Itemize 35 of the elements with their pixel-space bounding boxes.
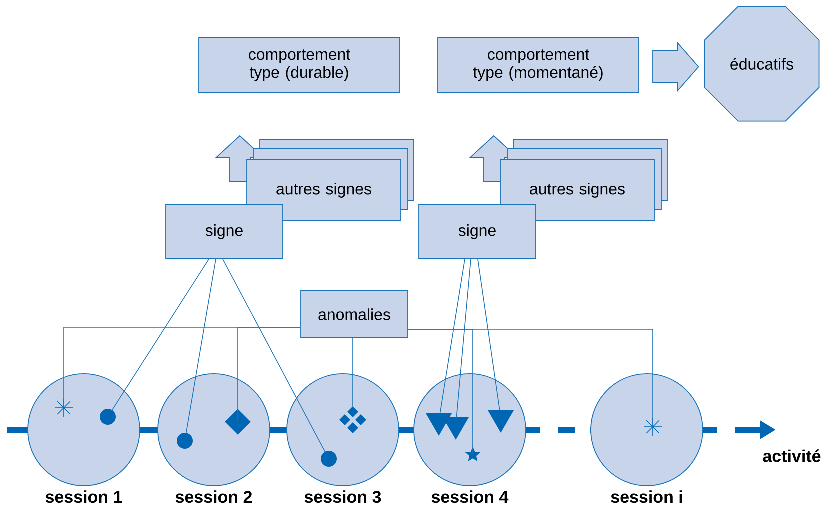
text-box: comportement type (momentané) bbox=[438, 38, 640, 94]
connector-line bbox=[478, 259, 500, 412]
axis-label: activité bbox=[763, 450, 821, 462]
dot-mark bbox=[321, 450, 337, 467]
asterisk-mark bbox=[644, 418, 662, 436]
triangle-mark bbox=[426, 413, 452, 436]
star-mark bbox=[465, 446, 481, 462]
text-box: comportement type (durable) bbox=[198, 38, 400, 94]
connector-line bbox=[352, 338, 354, 408]
connector-line bbox=[112, 259, 210, 412]
session-label: session i bbox=[611, 490, 682, 504]
dot-mark bbox=[100, 408, 116, 425]
block-arrow bbox=[652, 42, 700, 92]
connector-line bbox=[186, 259, 216, 434]
connector-line bbox=[440, 259, 466, 415]
triangle-mark bbox=[443, 417, 469, 440]
diamond-mark bbox=[225, 409, 251, 435]
asterisk-mark bbox=[54, 398, 74, 418]
stacked-cards: autres signes bbox=[500, 140, 668, 222]
octagon-node: éducatifs bbox=[704, 6, 820, 122]
connector-line bbox=[238, 327, 301, 422]
text-box: signe bbox=[418, 204, 536, 260]
dot-mark bbox=[177, 432, 193, 449]
connector-line bbox=[408, 329, 654, 428]
connector-line bbox=[456, 259, 472, 419]
connector-line bbox=[222, 259, 326, 454]
session-label: session 4 bbox=[432, 490, 509, 504]
text-box: signe bbox=[166, 204, 284, 260]
stacked-cards: autres signes bbox=[246, 140, 414, 222]
session-label: session 2 bbox=[176, 490, 252, 504]
diamond-cluster-mark bbox=[340, 406, 366, 434]
session-label: session 1 bbox=[46, 490, 122, 504]
triangle-mark bbox=[488, 410, 514, 433]
session-label: session 3 bbox=[304, 490, 382, 504]
text-box: anomalies bbox=[300, 290, 408, 338]
